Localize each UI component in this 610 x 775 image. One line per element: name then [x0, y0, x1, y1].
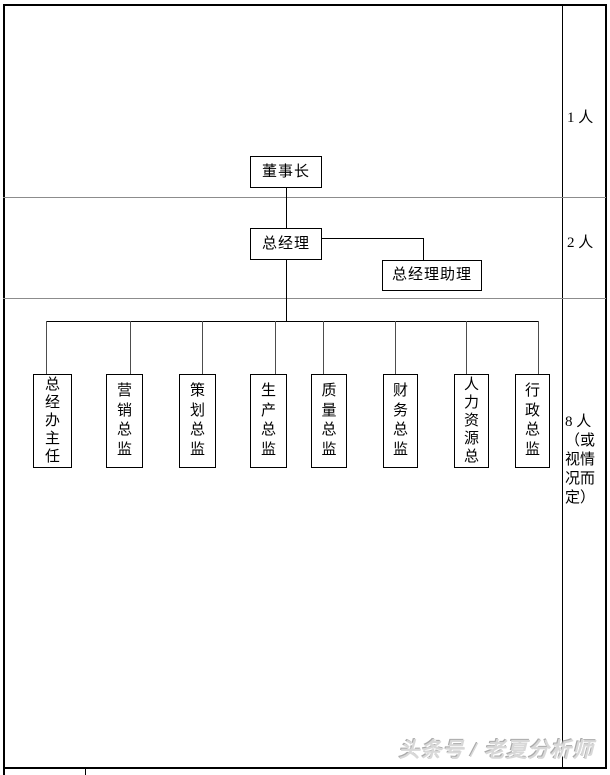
table-top-border	[3, 4, 607, 6]
row-separator-1	[3, 197, 606, 198]
org-box-department: 策 划 总 监	[179, 374, 216, 468]
org-box-department: 财 务 总 监	[383, 374, 418, 468]
connector-drop-line	[275, 321, 276, 374]
table-left-border	[3, 4, 5, 775]
next-row-cell-divider	[85, 769, 86, 775]
org-box-general-manager: 总经理	[250, 228, 322, 260]
connector-drop-line	[538, 321, 539, 374]
org-box-department: 总 经 办 主 任	[33, 374, 72, 468]
table-bottom-border	[3, 767, 607, 769]
org-box-chairman: 董事长	[250, 156, 322, 188]
row-separator-2	[3, 298, 606, 299]
connector-drop-line	[323, 321, 324, 374]
connector-gm-bus	[286, 259, 287, 321]
headcount-column-divider	[562, 4, 563, 769]
org-box-department: 人 力 资 源 总	[454, 374, 489, 468]
org-box-department: 质 量 总 监	[311, 374, 347, 468]
org-box-department: 营 销 总 监	[106, 374, 143, 468]
connector-drop-line	[466, 321, 467, 374]
connector-drop-line	[46, 321, 47, 374]
connector-drop-line	[202, 321, 203, 374]
connector-bus	[46, 321, 539, 322]
org-box-gm-assistant: 总经理助理	[382, 260, 482, 291]
org-box-department: 生 产 总 监	[250, 374, 287, 468]
connector-drop-line	[395, 321, 396, 374]
headcount-tier2: 2 人	[567, 235, 594, 251]
connector-gm-assistant-v	[423, 238, 424, 260]
connector-gm-assistant-h	[322, 238, 424, 239]
connector-chairman-gm	[286, 188, 287, 228]
connector-drop-line	[130, 321, 131, 374]
headcount-tier3: 8 人 （或 视情 况而 定）	[565, 414, 596, 506]
headcount-tier1: 1 人	[567, 110, 594, 126]
org-box-department: 行 政 总 监	[515, 374, 550, 468]
watermark: 头条号 / 老夏分析师	[398, 738, 594, 762]
table-right-border	[605, 4, 607, 769]
